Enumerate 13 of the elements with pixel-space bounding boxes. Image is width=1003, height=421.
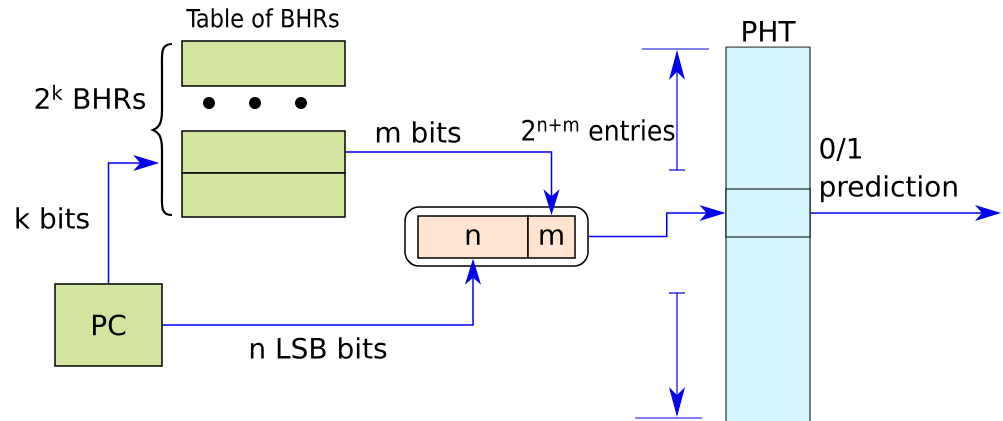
edge-label: n LSB bits [250, 337, 387, 359]
table-row [181, 130, 346, 174]
table-row [181, 172, 346, 218]
register-field: m [527, 215, 576, 259]
table-entry [725, 188, 811, 238]
table-row [181, 40, 346, 87]
dimension-label: 2$^{n+m}$ entries [522, 119, 675, 141]
register-box: PC [54, 283, 163, 367]
brace-label: 2$^{k}$ BHRs [35, 84, 146, 110]
node-label: PHT [743, 21, 796, 42]
edge-label: m bits [376, 121, 461, 143]
edge-label: 0/1 prediction [820, 137, 957, 203]
edge-label: k bits [16, 207, 89, 229]
